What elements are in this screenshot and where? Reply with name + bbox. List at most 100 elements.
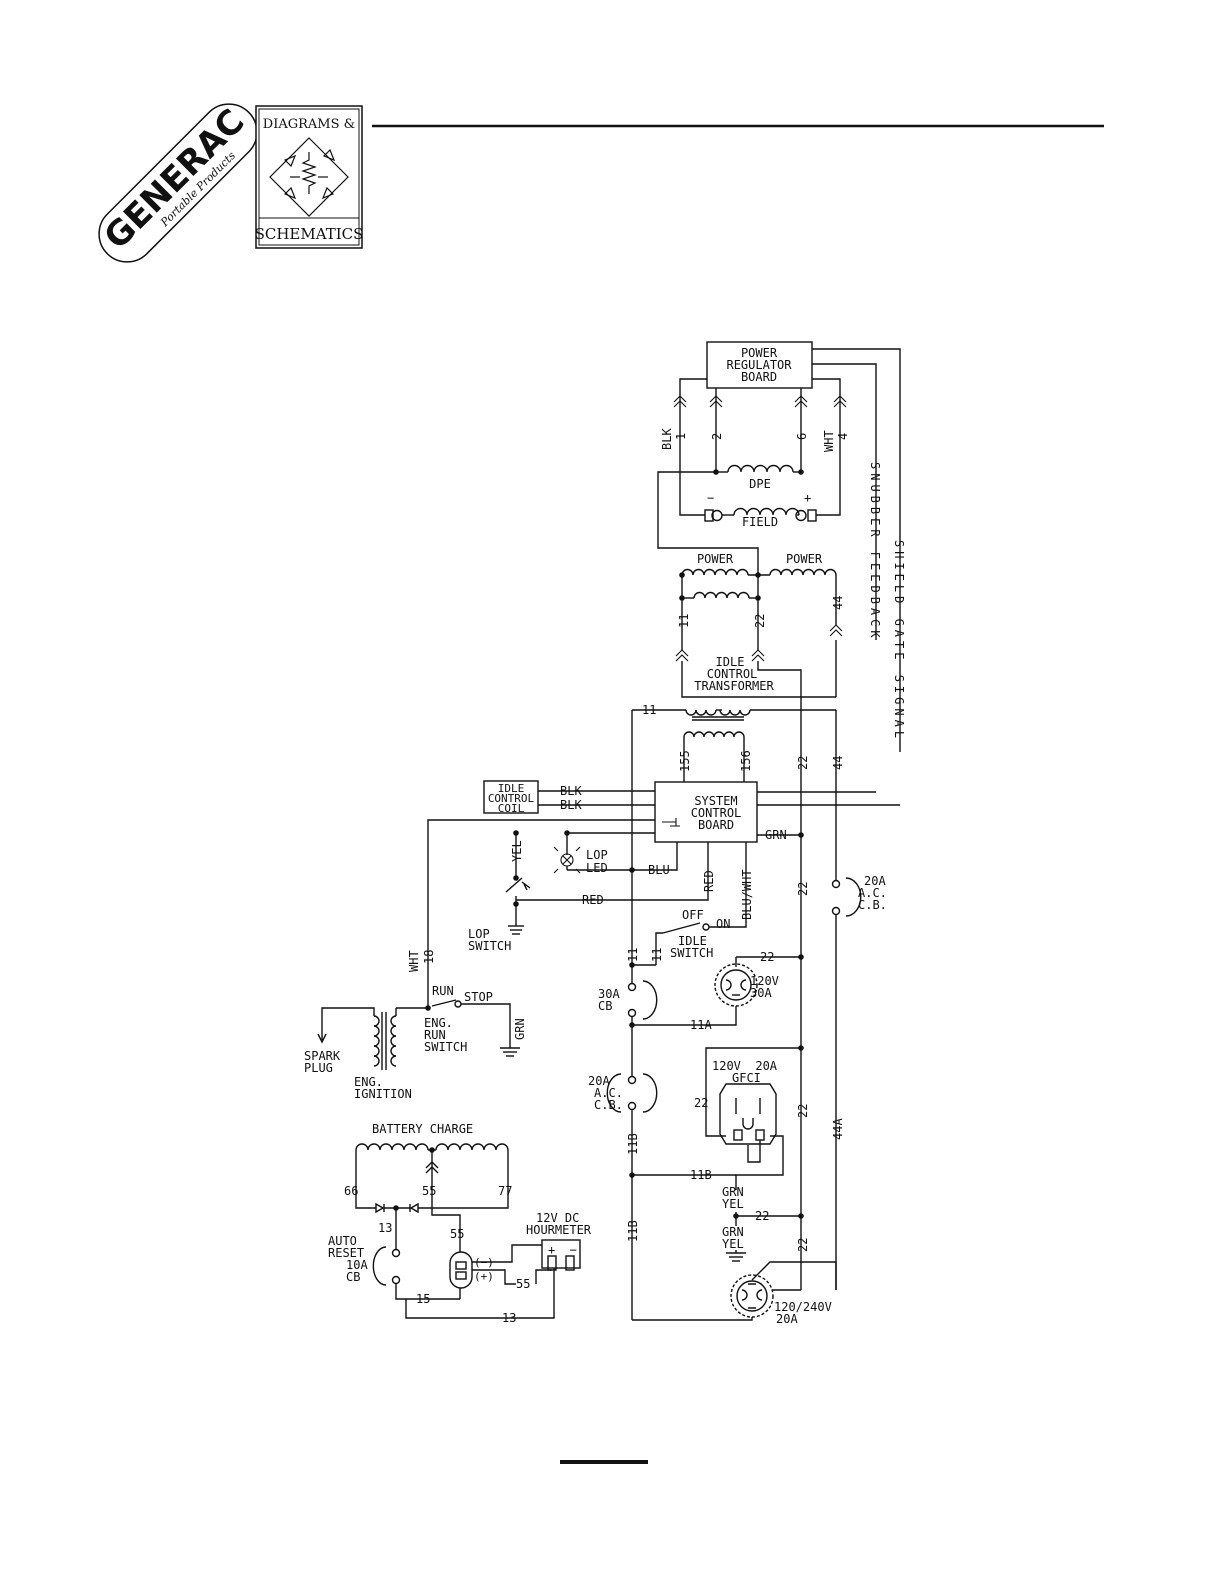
bridge-rectifier-icon: [269, 137, 349, 217]
idle-switch-label-2: SWITCH: [670, 946, 713, 960]
label-wire-22-v1: 22: [796, 756, 810, 770]
idle-transformer-label-3: TRANSFORMER: [694, 679, 774, 693]
cb-30a-label-2: CB: [598, 999, 612, 1013]
spark-plug-label-2: PLUG: [304, 1061, 333, 1075]
label-wire-22-gfci: 22: [694, 1096, 708, 1110]
gfci-label-1: 120V 20A: [712, 1059, 778, 1073]
idle-control-coil: [483, 780, 539, 814]
power-regulator-label-3: BOARD: [741, 370, 777, 384]
label-wire-11B-h: 11B: [690, 1168, 712, 1182]
main-11-wiring: [631, 710, 663, 983]
system-control-board: [654, 781, 758, 843]
label-wht-18-a: WHT: [407, 950, 421, 972]
label-wire-44-v1: 44: [831, 756, 845, 770]
receptacle-120-240v: [632, 1216, 837, 1321]
idle-transformer-label-1: IDLE: [716, 655, 745, 669]
idle-switch-off: OFF: [682, 908, 704, 922]
grn-yel-1-label-2: YEL: [722, 1197, 744, 1211]
idle-switch: [662, 922, 710, 934]
power-regulator-label-1: POWER: [741, 346, 778, 360]
label-blu-wht: BLU/WHT: [740, 869, 754, 920]
receptacle-120v-30a: [632, 956, 801, 1026]
stop-label: STOP: [464, 990, 493, 1004]
cb-20a-mid-label-3: C.B.: [594, 1098, 623, 1112]
label-wire-55b: 55: [450, 1227, 464, 1241]
label-wire-11B-v1: 11B: [626, 1133, 640, 1155]
dpe-winding: [716, 464, 801, 473]
generac-logo: GENERAC Portable Products: [97, 102, 258, 263]
label-wire-22-top: 22: [753, 614, 767, 628]
hourmeter: [535, 1239, 581, 1284]
system-board-label-1: SYSTEM: [694, 794, 737, 808]
label-wire-15: 15: [416, 1292, 430, 1306]
power-winding-label-b: POWER: [786, 552, 823, 566]
label-wire-6: 6: [795, 433, 809, 440]
receptacle-240v-label-2: 20A: [776, 1312, 798, 1326]
diagrams-schematics-badge: DIAGRAMS & SCHEMATICS: [255, 105, 364, 249]
label-blk-1: BLK: [660, 428, 674, 450]
cb-20a-top-label-2: A.C.: [858, 886, 887, 900]
label-wire-4: 4: [836, 433, 850, 440]
breaker-20a-mid: [606, 1073, 736, 1320]
idle-transformer-coils: [632, 709, 837, 880]
idle-transformer-wiring: [681, 661, 836, 1215]
label-wire-11B-v2: 11B: [626, 1220, 640, 1242]
field-minus-label: −: [707, 491, 714, 505]
power-regulator-board: [706, 341, 813, 389]
label-blk-b: BLK: [560, 798, 582, 812]
label-wire-22-h2: 22: [755, 1209, 769, 1223]
system-board-label-2: CONTROL: [691, 806, 742, 820]
label-grn: GRN: [765, 828, 787, 842]
label-wire-55a: 55: [422, 1184, 436, 1198]
ground-symbol: [726, 1250, 746, 1262]
label-wire-22-v3: 22: [796, 1104, 810, 1118]
breaker-20a-top: [831, 877, 862, 1290]
cb-20a-top-label-1: 20A: [864, 874, 886, 888]
badge-bottom-text: SCHEMATICS: [255, 225, 364, 243]
label-red-h: RED: [582, 893, 604, 907]
label-wire-11A: 11A: [690, 1018, 712, 1032]
label-wire-44-top: 44: [831, 596, 845, 610]
cb-20a-mid-label-2: A.C.: [594, 1086, 623, 1100]
label-blu: BLU: [648, 863, 670, 877]
regulator-connectors: [673, 395, 847, 408]
board-connector-icon: [662, 818, 680, 827]
eng-ignition-label-1: ENG.: [354, 1075, 383, 1089]
field-plus-label: +: [804, 491, 811, 505]
rectifier-minus: (−): [474, 1256, 494, 1269]
idle-coil-label-1: IDLE: [498, 782, 525, 795]
hourmeter-label-1: 12V DC: [536, 1211, 579, 1225]
auto-reset-label-4: CB: [346, 1270, 360, 1284]
idle-switch-label-1: IDLE: [678, 934, 707, 948]
label-wire-11-top: 11: [677, 614, 691, 628]
label-wire-155: 155: [678, 750, 692, 772]
system-board-label-3: BOARD: [698, 818, 734, 832]
battery-charge-winding: [355, 1143, 509, 1250]
label-wire-22-v4: 22: [796, 1238, 810, 1252]
label-wire-11-line: 11: [642, 703, 656, 717]
lop-switch: [505, 833, 580, 935]
label-wire-11-b: 11: [650, 948, 664, 962]
power-regulator-label-2: REGULATOR: [726, 358, 792, 372]
label-wht-4: WHT: [822, 430, 836, 452]
label-wire-55c: 55: [516, 1277, 530, 1291]
lop-led-label-1: LOP: [586, 848, 608, 862]
receptacle-30a-label-2: 30A: [750, 986, 772, 1000]
grn-yel-1-label-1: GRN: [722, 1185, 744, 1199]
hourmeter-label-2: HOURMETER: [526, 1223, 592, 1237]
power-windings: [681, 568, 837, 697]
brand-name: GENERAC: [97, 102, 253, 258]
idle-transformer-label-2: CONTROL: [707, 667, 758, 681]
run-label: RUN: [432, 984, 454, 998]
power-connectors: [675, 624, 843, 662]
cb-20a-top-label-3: C.B.: [858, 898, 887, 912]
engine-ignition-coil: [317, 1007, 397, 1070]
dpe-label: DPE: [749, 477, 771, 491]
shield-gate-signal-label: SHIELD GATE SIGNAL: [892, 540, 906, 742]
power-winding-label-a: POWER: [697, 552, 734, 566]
idle-coil-wiring: [538, 790, 655, 806]
eng-ignition-label-2: IGNITION: [354, 1087, 412, 1101]
battery-charge-label: BATTERY CHARGE: [372, 1122, 473, 1136]
grn-yel-2-label-2: YEL: [722, 1237, 744, 1251]
cb-20a-mid-label-1: 20A: [588, 1074, 610, 1088]
